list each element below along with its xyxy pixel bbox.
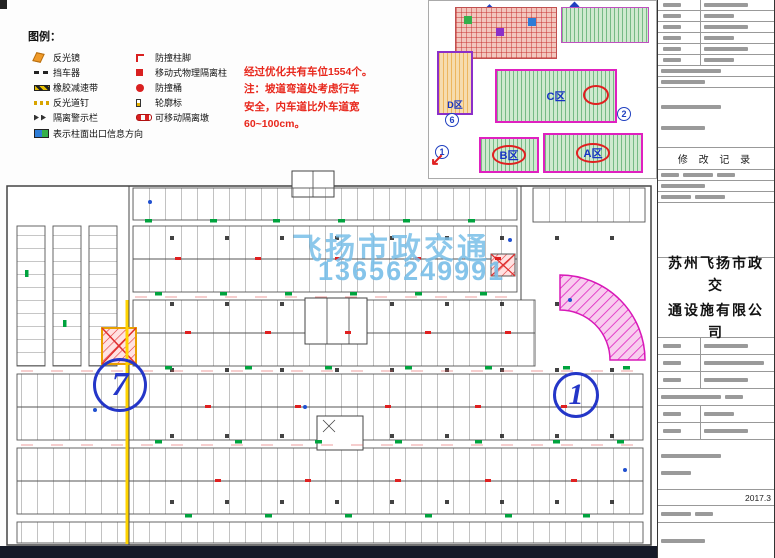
isolation-pier-icon	[136, 114, 155, 121]
keymap-number-badge: 2	[617, 107, 631, 121]
title-block-row	[658, 355, 774, 372]
keymap-zone-top	[561, 7, 649, 43]
title-block-cell	[658, 440, 774, 490]
warning-fence-icon	[34, 114, 53, 121]
keymap-zone-c: C区	[495, 69, 617, 123]
keymap-block	[496, 28, 504, 36]
title-block-row	[658, 170, 774, 181]
legend-item: 反光道钉	[34, 95, 134, 110]
plan-zone-number-7: 7	[93, 358, 147, 412]
title-block-row	[658, 66, 774, 77]
column-foot-icon	[136, 53, 155, 62]
title-block-row	[658, 423, 774, 440]
exit-sign-icon	[34, 129, 53, 138]
company-name-line: 苏州飞扬市政交	[668, 255, 764, 293]
keymap-block	[464, 16, 472, 24]
watermark-text: 飞扬市政交通	[292, 233, 490, 266]
title-block-row	[658, 372, 774, 389]
drawing-bottom-edge	[0, 546, 657, 558]
legend-column-right: 防撞柱脚 移动式物理隔离柱 防撞桶 轮廓标 可移动隔离墩	[136, 50, 248, 125]
mirror-icon	[32, 52, 53, 63]
title-block-row	[658, 22, 774, 33]
title-block-row	[658, 389, 774, 406]
legend-item: 挡车器	[34, 65, 134, 80]
legend: 图例： 反光镜 挡车器 橡胶减速带 反光道钉 隔离警示栏 防撞柱脚 移动式物理隔…	[28, 28, 248, 139]
title-block-row	[658, 11, 774, 22]
zone-number-text: 7	[111, 366, 129, 403]
zone-a-label: A区	[575, 143, 611, 163]
title-block-row	[658, 181, 774, 192]
title-block-row	[658, 406, 774, 423]
title-block-row	[658, 55, 774, 66]
title-block-row	[658, 0, 774, 11]
zone-d-label: D区	[447, 100, 463, 110]
title-block-cell	[658, 88, 774, 148]
keymap-zone-d: D区	[437, 51, 473, 115]
title-block-row	[658, 77, 774, 88]
note-line: 60~100cm。	[244, 117, 306, 130]
note-line: 经过优化共有车位1554个。	[244, 66, 373, 78]
overview-keymap: D区 C区 B区 A区 6 2 1	[428, 0, 657, 179]
legend-title: 图例：	[28, 31, 61, 43]
title-block-row	[658, 33, 774, 44]
company-name: 苏州飞扬市政交 通设施有限公司	[658, 255, 774, 340]
keymap-number-badge: 6	[445, 113, 459, 127]
title-block-row	[658, 192, 774, 203]
legend-item: 隔离警示栏	[34, 110, 134, 125]
company-name-line: 通设施有限公司	[668, 302, 764, 340]
zone-b-label: B区	[491, 145, 527, 165]
highlight-ring	[583, 85, 609, 105]
contour-marker-icon	[136, 98, 155, 107]
keymap-zone-a: A区	[543, 133, 643, 173]
speed-bump-icon	[34, 84, 53, 91]
legend-item: 移动式物理隔离柱	[136, 65, 248, 80]
plan-zone-number-1: 1	[553, 372, 599, 418]
entry-arrow-icon	[430, 151, 444, 168]
crash-barrel-icon	[136, 83, 155, 92]
wheel-stopper-icon	[34, 71, 53, 74]
title-block-row	[658, 523, 774, 558]
title-block-row	[658, 338, 774, 355]
page-corner-mark	[0, 0, 7, 9]
parking-floor-plan	[6, 170, 652, 546]
zone-number-text: 1	[568, 378, 584, 411]
title-block: 修 改 记 录 苏州飞扬市政交 通设施有限公司 2017.3	[657, 0, 775, 558]
drawing-date: 2017.3	[658, 490, 774, 506]
watermark-phone: 13656249991	[318, 256, 506, 286]
title-block-spacer	[658, 203, 774, 258]
zone-c-label: C区	[546, 91, 566, 103]
note-line: 安全，内车道比外车道宽	[244, 100, 360, 113]
legend-item: 橡胶减速带	[34, 80, 134, 95]
legend-item: 防撞柱脚	[136, 50, 248, 65]
note-line: 注：坡道弯道处考虑行车	[244, 83, 360, 96]
title-block-row	[658, 506, 774, 523]
legend-item: 防撞桶	[136, 80, 248, 95]
keymap-zone-red	[455, 7, 557, 59]
legend-item: 可移动隔离墩	[136, 110, 248, 125]
keymap-zone-b: B区	[479, 137, 539, 173]
legend-item-exit-direction: 表示柱面出口信息方向	[34, 127, 143, 140]
legend-column-left: 反光镜 挡车器 橡胶减速带 反光道钉 隔离警示栏	[32, 50, 134, 125]
road-stud-icon	[34, 100, 53, 105]
optimization-note: 经过优化共有车位1554个。 注：坡道弯道处考虑行车 安全，内车道比外车道宽 6…	[244, 64, 386, 133]
title-block-row	[658, 44, 774, 55]
revision-record-header: 修 改 记 录	[658, 148, 774, 170]
legend-item: 轮廓标	[136, 95, 248, 110]
isolation-pillar-icon	[136, 69, 155, 76]
keymap-block	[528, 18, 536, 26]
legend-item: 反光镜	[32, 50, 134, 65]
